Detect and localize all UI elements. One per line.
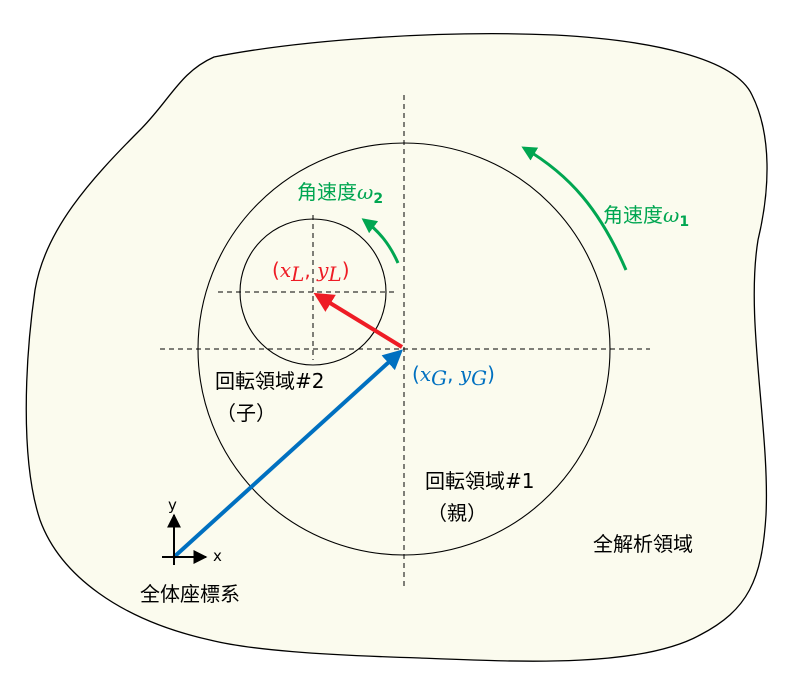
analysis-domain-label: 全解析領域 [593,532,693,556]
global-y-axis-label: y [168,496,177,514]
omega2-label: 角速度ω2 [297,180,383,207]
global-position-vector [172,349,403,559]
global-point-label: (xG, yG) [412,362,495,390]
rotor2-role-label: （子） [216,401,276,425]
analysis-domain-boundary [25,33,768,662]
omega1-label: 角速度ω1 [603,203,689,230]
rotor2-name-label: 回転領域#2 [215,369,324,393]
omega1-rotation-arrow [521,146,628,271]
local-position-vector [313,292,404,349]
rotor1-name-label: 回転領域#1 [425,469,534,493]
local-point-label: (xL, yL) [272,258,350,286]
rotor1-role-label: （親） [427,501,487,525]
omega2-rotation-arrow [361,218,400,264]
global-x-axis-label: x [213,547,222,565]
rotor1-circle [197,142,611,556]
global-frame-label: 全体座標系 [140,582,240,606]
rotor2-circle [239,218,387,366]
